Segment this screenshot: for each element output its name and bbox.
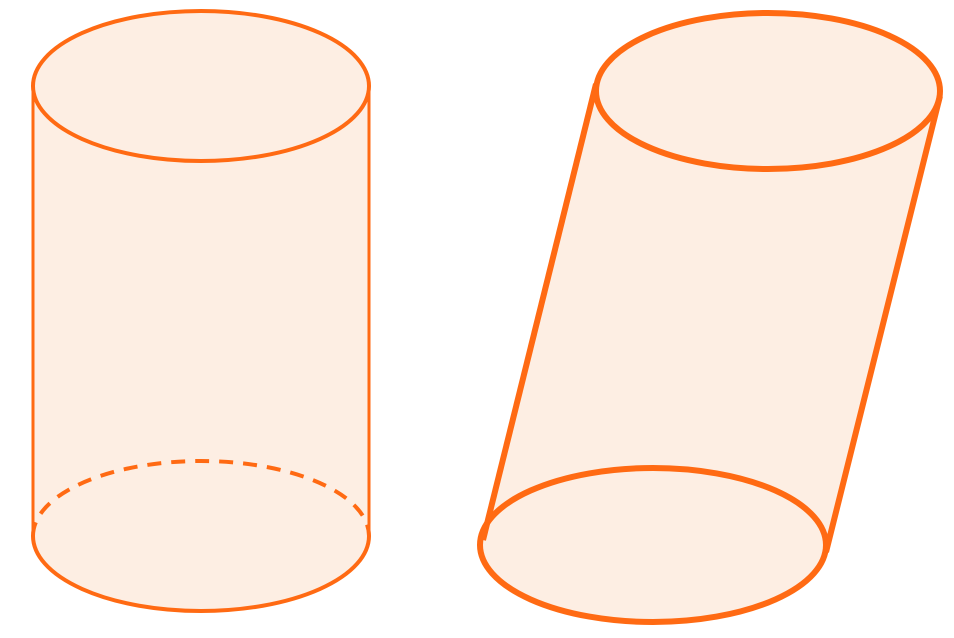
right-cylinder-body (33, 11, 369, 611)
oblique-cylinder-right-edge (823, 95, 943, 553)
right-cylinder (31, 9, 371, 613)
oblique-cylinder-left-edge (480, 83, 599, 541)
right-cylinder-bottom-hidden-arc (31, 459, 371, 537)
oblique-cylinder (477, 10, 943, 625)
oblique-cylinder-bottom-face (477, 465, 829, 625)
right-cylinder-top-face (31, 9, 371, 163)
oblique-cylinder-top-face (593, 10, 943, 172)
right-cylinder-bottom-front-arc (31, 535, 371, 613)
